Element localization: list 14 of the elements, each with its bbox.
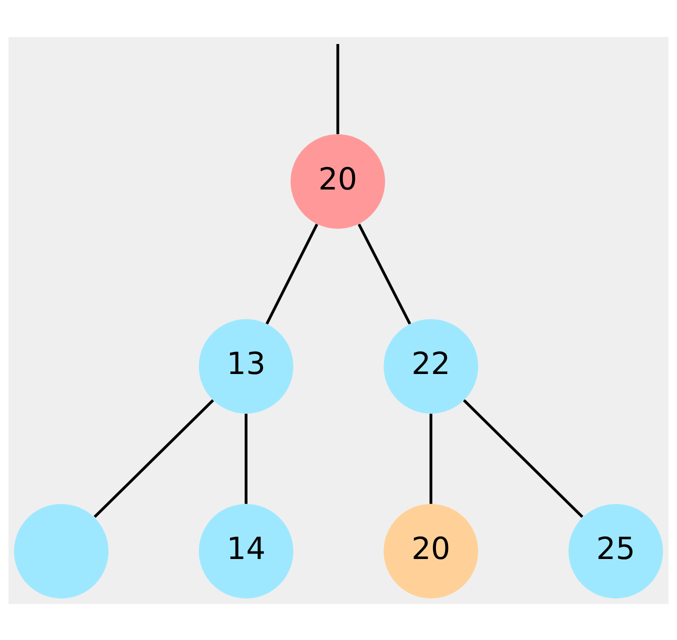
connector	[244, 413, 248, 504]
node-circle: 14	[198, 503, 294, 598]
connector	[430, 413, 432, 504]
node-circle	[14, 503, 108, 598]
connector	[94, 398, 214, 518]
node-circle: 20	[290, 134, 386, 228]
connector	[358, 223, 412, 324]
node-circle: 22	[384, 318, 478, 414]
connector	[336, 44, 340, 134]
node-circle: 20	[384, 503, 478, 598]
node-circle: 13	[198, 318, 294, 414]
connector	[462, 398, 584, 518]
node-circle: 25	[568, 503, 663, 598]
connector	[266, 223, 318, 324]
